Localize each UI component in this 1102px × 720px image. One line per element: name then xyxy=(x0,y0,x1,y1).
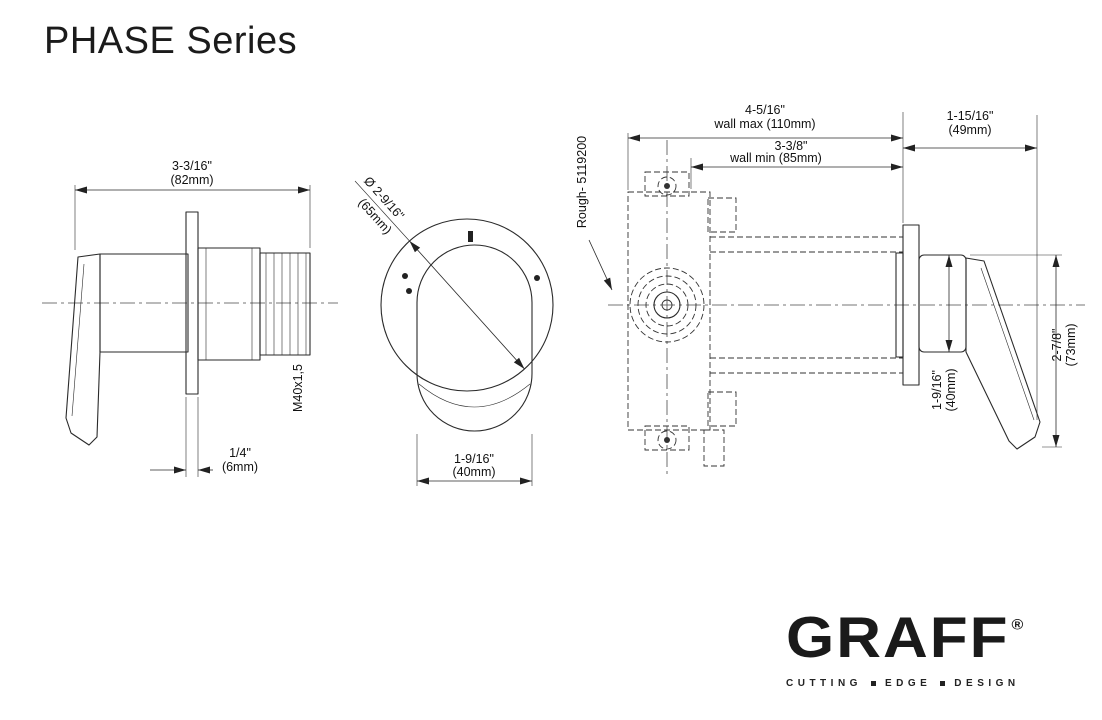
tagline-word: EDGE xyxy=(884,678,932,689)
side-dim-width: 3-3/16" xyxy=(172,159,212,173)
install-view: 4-5/16" wall max (110mm) 3-3/8" wall min… xyxy=(575,103,1085,475)
install-dim-handle-length: 2-7/8" xyxy=(1050,329,1064,362)
graff-logo: GRAFF® CUTTING EDGE DESIGN xyxy=(786,610,1056,689)
page-title: PHASE Series xyxy=(44,20,298,62)
trim-side xyxy=(895,224,1041,450)
brand-row: GRAFF® xyxy=(786,610,1056,667)
registered-mark: ® xyxy=(1011,617,1024,633)
install-dim-handle-width: 1-9/16" xyxy=(930,370,944,410)
side-dim-plate-mm: (6mm) xyxy=(222,460,258,474)
logo-tagline: CUTTING EDGE DESIGN xyxy=(786,678,1056,689)
front-view: Ø 2-9/16" (65mm) 1-9/16" (40mm) xyxy=(354,174,554,486)
temp-dot xyxy=(402,273,408,279)
install-dim-projection: 1-15/16" xyxy=(947,109,994,123)
install-dim-handle-length-mm: (73mm) xyxy=(1064,323,1078,366)
indicator-mark xyxy=(468,231,473,242)
install-dim-wall-min: 3-3/8" xyxy=(775,139,808,153)
rough-number-label: Rough- 5119200 xyxy=(575,136,589,228)
temp-dot xyxy=(534,275,540,281)
tagline-separator xyxy=(870,681,876,686)
brand-name: GRAFF xyxy=(786,606,1010,670)
side-thread-label: M40x1,5 xyxy=(291,364,305,412)
tagline-word: DESIGN xyxy=(954,678,1020,689)
side-dim-width-mm: (82mm) xyxy=(170,173,213,187)
rough-valve xyxy=(627,171,903,467)
tagline-separator xyxy=(940,681,946,686)
install-dim-handle-width-mm: (40mm) xyxy=(944,368,958,411)
tagline-word: CUTTING xyxy=(786,678,862,689)
install-dim-projection-mm: (49mm) xyxy=(948,123,991,137)
side-dim-plate: 1/4" xyxy=(229,446,251,460)
front-dim-width: 1-9/16" xyxy=(454,452,494,466)
front-dim-width-mm: (40mm) xyxy=(452,465,495,479)
side-view: 3-3/16" (82mm) 1/4" (6mm) M40x1,5 xyxy=(42,159,338,477)
install-dim-wall-max: 4-5/16" xyxy=(745,103,785,117)
install-wall-max-label: wall max (110mm) xyxy=(713,117,815,131)
install-wall-min-label: wall min (85mm) xyxy=(729,151,822,165)
temp-dot xyxy=(406,288,412,294)
